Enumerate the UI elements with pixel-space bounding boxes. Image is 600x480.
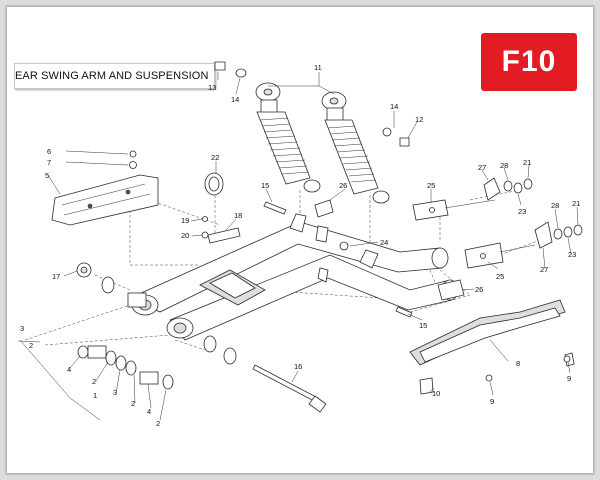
callout-10: 10 <box>432 389 440 398</box>
shock-absorber-right <box>321 91 390 204</box>
callout-23: 23 <box>518 207 526 216</box>
callout-23-lower: 23 <box>568 250 576 259</box>
callout-28: 28 <box>500 161 508 170</box>
chain-adjuster-upper <box>412 177 533 221</box>
page-title: EAR SWING ARM AND SUSPENSION <box>15 70 209 82</box>
diagram-frame: EAR SWING ARM AND SUSPENSION F10 <box>6 6 594 474</box>
callout-4-b: 4 <box>147 407 151 416</box>
swing-arm <box>129 213 459 341</box>
callout-9: 9 <box>490 397 494 406</box>
callout-15-lower: 15 <box>419 321 427 330</box>
small-brackets <box>201 172 465 301</box>
callout-3: 3 <box>20 324 24 333</box>
callout-13: 13 <box>208 83 216 92</box>
callout-2-b: 2 <box>92 377 96 386</box>
leader-lines <box>17 72 579 421</box>
callout-16: 16 <box>294 362 302 371</box>
callout-4: 4 <box>67 365 71 374</box>
callout-24: 24 <box>380 238 388 247</box>
pivot-parts <box>76 262 327 413</box>
callout-11: 11 <box>314 63 322 72</box>
chain-adjuster-lower <box>464 221 583 269</box>
callout-28-lower: 28 <box>551 201 559 210</box>
callout-8: 8 <box>516 359 520 368</box>
callout-7: 7 <box>47 158 51 167</box>
callout-14-right: 14 <box>390 102 398 111</box>
callout-26: 26 <box>339 181 347 190</box>
callout-9-right: 9 <box>567 374 571 383</box>
callout-2-d: 2 <box>156 419 160 428</box>
callout-17: 17 <box>52 272 60 281</box>
callout-21: 21 <box>523 158 531 167</box>
callout-27: 27 <box>478 163 486 172</box>
callout-6: 6 <box>47 147 51 156</box>
shock-absorber-left <box>255 82 321 193</box>
title-box: EAR SWING ARM AND SUSPENSION <box>14 63 215 89</box>
callout-14: 14 <box>231 95 239 104</box>
callout-1: 1 <box>93 391 97 400</box>
callout-2: 2 <box>29 341 33 350</box>
callout-22: 22 <box>211 153 219 162</box>
chain-guard <box>51 150 159 226</box>
section-badge-label: F10 <box>501 45 557 78</box>
callout-19: 19 <box>181 216 189 225</box>
callout-5: 5 <box>45 171 49 180</box>
chain-slider <box>409 299 575 395</box>
callout-27-lower: 27 <box>540 265 548 274</box>
callout-26-lower: 26 <box>475 285 483 294</box>
callout-3-b: 3 <box>113 388 117 397</box>
fasteners <box>214 61 571 382</box>
callout-12: 12 <box>415 115 423 124</box>
callout-2-c: 2 <box>131 399 135 408</box>
callout-15: 15 <box>261 181 269 190</box>
callout-labels: 13 14 11 14 12 6 7 5 22 15 26 19 18 20 2… <box>20 63 580 428</box>
callout-25: 25 <box>427 181 435 190</box>
callout-18: 18 <box>234 211 242 220</box>
callout-20: 20 <box>181 231 189 240</box>
callout-21-lower: 21 <box>572 199 580 208</box>
section-badge: F10 <box>481 33 577 91</box>
callout-25-lower: 25 <box>496 272 504 281</box>
